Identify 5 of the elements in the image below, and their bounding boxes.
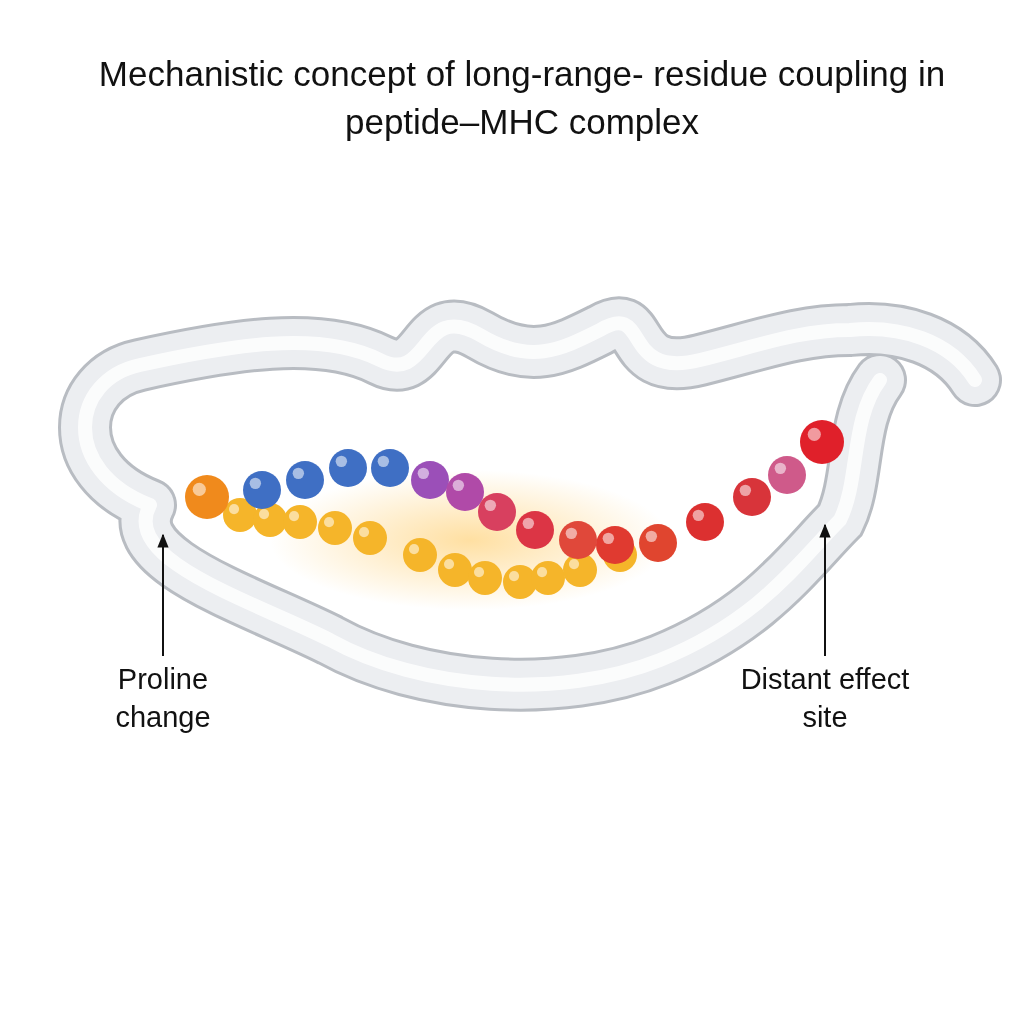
callout-label: Distant effect site	[739, 662, 911, 735]
leader-arrow	[157, 533, 169, 657]
title: Mechanistic concept of long-range- residue coupling in peptide–MHC complex	[97, 53, 947, 143]
callout-label: Proline change	[114, 662, 212, 735]
leader-arrow	[819, 523, 831, 657]
